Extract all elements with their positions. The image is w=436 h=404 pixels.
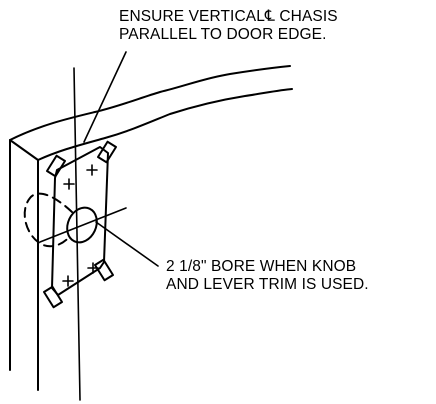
callout-centerline-note: ENSURE VERTICAL℄ CHASIS PARALLEL TO DOOR… bbox=[119, 8, 338, 44]
screw-mark bbox=[87, 262, 99, 274]
door-top-edge-inner bbox=[37, 88, 293, 161]
callout-bottom-line-2: AND LEVER TRIM IS USED. bbox=[166, 276, 369, 293]
screw-mark bbox=[86, 164, 98, 176]
screw-mark bbox=[63, 178, 75, 190]
faceplate-tab-top-right bbox=[96, 140, 118, 164]
faceplate-tab-bottom-right bbox=[93, 258, 115, 282]
leader-line-bottom bbox=[95, 221, 159, 267]
callout-bottom-line-1: 2 1/8" BORE WHEN KNOB bbox=[166, 258, 357, 275]
door-top-edge-wavy bbox=[9, 65, 291, 141]
vertical-centerline bbox=[73, 67, 81, 401]
screw-mark bbox=[62, 275, 74, 287]
faceplate-tab-top-left bbox=[45, 154, 67, 178]
callout-top-line-1: ENSURE VERTICAL℄ CHASIS bbox=[119, 8, 338, 25]
cross-bore-hole bbox=[66, 206, 98, 244]
door-corner-top bbox=[9, 139, 39, 161]
screw-marks bbox=[62, 164, 99, 287]
faceplate-tab-bottom-left bbox=[42, 285, 64, 309]
callout-bore-note: 2 1/8" BORE WHEN KNOB AND LEVER TRIM IS … bbox=[166, 258, 369, 294]
chassis-faceplate bbox=[42, 140, 118, 309]
callout-top-line-2: PARALLEL TO DOOR EDGE. bbox=[119, 26, 327, 43]
leader-line-top bbox=[83, 51, 127, 143]
door-slab bbox=[9, 65, 293, 391]
bore-dashed-projection bbox=[23, 192, 73, 248]
horizontal-centerline bbox=[39, 207, 127, 243]
